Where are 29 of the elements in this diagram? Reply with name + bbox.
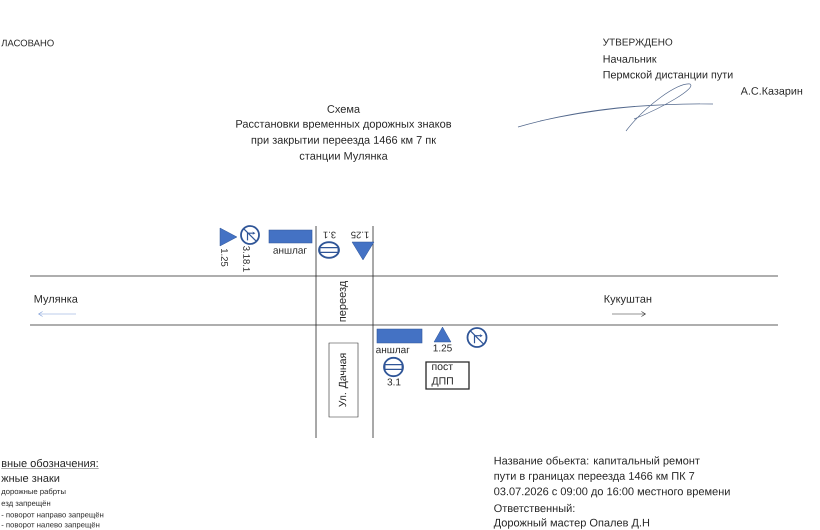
approval-text: Пермской дистанции пути <box>604 70 732 81</box>
post-box: пост ДПП <box>425 361 470 390</box>
approval-text: Начальник <box>604 55 657 63</box>
info-text: 03.07.2026 с 09:00 до 16:00 местного времени <box>494 488 730 498</box>
info-text: пути в границах переезда 1466 км ПК 7 <box>494 472 694 482</box>
approval-heading: УТВЕРЖДЕНО <box>602 38 672 48</box>
sign-label: аншлаг <box>273 248 307 254</box>
title-text: при закрытии переезда 1466 км 7 пк <box>252 136 436 146</box>
legend-heading: жные знаки <box>1 476 60 482</box>
sign-code: 1.25 <box>351 232 369 238</box>
sign-code: 1.25 <box>434 344 452 352</box>
approval-text: А.С.Казарин <box>740 87 802 97</box>
sign-code: 3.18.1 <box>243 246 250 272</box>
place-name: Кукуштан <box>604 295 652 305</box>
info-text: Дорожный мастер Опалев Д.Н <box>494 518 650 529</box>
info-text: Ответственный: <box>494 504 574 512</box>
street-name-box: Ул. Дачная <box>328 342 358 418</box>
sign-code: 3.1 <box>387 378 400 386</box>
title-text: Расстановки временных дорожных знаков <box>236 120 452 130</box>
sign-code: 1.25 <box>221 248 228 266</box>
legend-heading: вные обозначения: <box>1 458 99 469</box>
crossing-label: переезд <box>340 280 348 322</box>
sign-label: аншлаг <box>376 348 410 354</box>
sign-code: 3.1 <box>323 232 336 238</box>
place-name: Мулянка <box>34 295 78 305</box>
info-text: Название обьекта: капитальный ремонт <box>494 456 700 467</box>
title: Схема <box>328 105 360 113</box>
title-text: станции Мулянка <box>300 152 388 162</box>
approval-heading: ЛАСОВАНО <box>1 40 54 46</box>
